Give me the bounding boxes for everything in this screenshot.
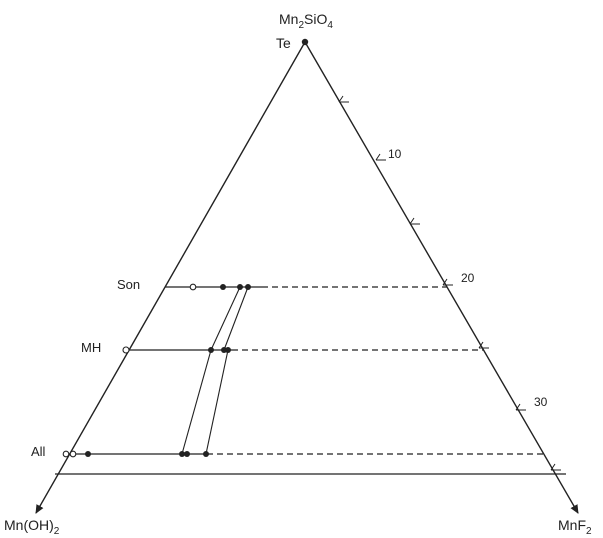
mh-open-point <box>122 346 130 354</box>
top-vertex-label: Mn2SiO4 <box>279 11 333 31</box>
tie-lines <box>181 286 249 455</box>
all-open-point <box>62 450 70 458</box>
scale-label-10: 10 <box>388 147 402 161</box>
right-edge-axis <box>304 41 579 514</box>
son-open-point <box>189 283 197 291</box>
bottom-right-vertex-label: MnF2 <box>558 517 592 537</box>
son-filled-point <box>220 284 226 290</box>
tie-line <box>205 349 229 455</box>
right-edge-ticks <box>338 95 561 471</box>
left-edge-axis <box>35 41 306 514</box>
bottom-left-vertex-label: Mn(OH)2 <box>4 517 60 537</box>
tie-line <box>210 286 241 351</box>
all-filled-point <box>85 451 91 457</box>
scale-label-30: 30 <box>534 395 548 409</box>
phase-label-all: All <box>31 444 46 459</box>
tie-line <box>181 349 212 455</box>
te-label: Te <box>276 35 291 51</box>
tick-mark <box>515 403 526 411</box>
tick-mark <box>478 341 489 349</box>
te-point <box>301 38 309 46</box>
scale-label-20: 20 <box>461 271 475 285</box>
tie-line <box>223 286 249 351</box>
tick-mark <box>409 217 420 225</box>
phase-label-mh: MH <box>81 340 101 355</box>
tick-mark <box>375 153 386 161</box>
phase-label-son: Son <box>117 277 140 292</box>
tick-mark <box>550 463 561 471</box>
all-filled-point <box>184 451 190 457</box>
all-open-point <box>69 450 77 458</box>
tick-mark <box>442 278 453 286</box>
tick-mark <box>338 95 349 103</box>
